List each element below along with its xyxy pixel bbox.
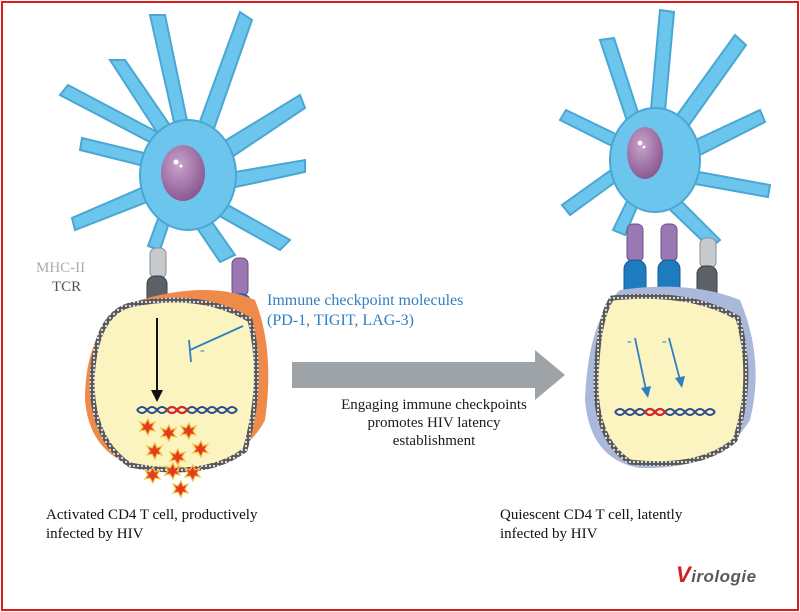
checkpoint-label: Immune checkpoint molecules (PD-1, TIGIT… [267,291,463,331]
dna-right-icon [614,407,716,417]
transition-arrow-icon [292,350,565,400]
logo-initial: V [676,562,692,587]
transition-caption: Engaging immune checkpoints promotes HIV… [318,396,550,450]
transition-caption-line2: promotes HIV latency [367,415,501,431]
transition-caption-line3: establishment [392,433,476,449]
virions-icon [138,417,210,499]
right-caption: Quiescent CD4 T cell, latently infected … [500,506,682,544]
t-cell-quiescent-icon: - - [585,286,756,469]
t-cell-active-icon: - [85,290,269,473]
dendritic-cell-left-icon [58,10,307,264]
checkpoint-label-line1: Immune checkpoint molecules [267,292,464,309]
left-caption: Activated CD4 T cell, productively infec… [46,506,257,544]
inhibit-sign-right-1: - [627,334,632,349]
checkpoint-pairs-right [623,223,681,301]
virologie-logo: Virologie [676,562,757,588]
checkpoint-label-line2: (PD-1, TIGIT, LAG-3) [267,312,414,329]
dna-left-icon [136,405,238,415]
transition-caption-line1: Engaging immune checkpoints [341,397,527,413]
dendritic-cell-right-icon [558,8,772,250]
left-caption-line1: Activated CD4 T cell, productively [46,507,258,523]
inhibit-sign-right-2: - [662,334,667,349]
right-caption-line1: Quiescent CD4 T cell, latently [500,507,683,523]
tcr-label: TCR [52,279,82,295]
inhibit-sign-left: - [200,343,205,358]
right-caption-line2: infected by HIV [500,526,598,542]
mhc-label: MHC-II [36,260,86,276]
left-caption-line2: infected by HIV [46,526,144,542]
logo-rest: irologie [691,567,757,586]
